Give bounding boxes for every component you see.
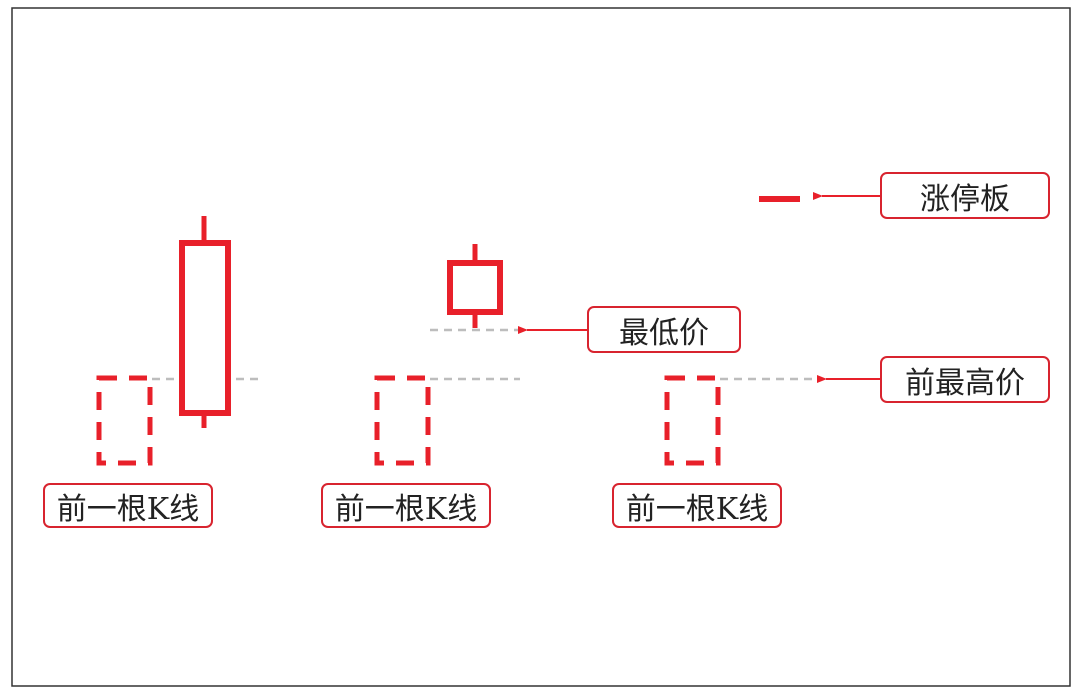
label-limit-up: 涨停板 bbox=[880, 172, 1050, 219]
previous-candle-dashed-2 bbox=[374, 375, 431, 466]
gap-up-candle bbox=[447, 260, 503, 315]
label-lowest-price: 最低价 bbox=[587, 306, 741, 353]
label-previous-k-3: 前一根K线 bbox=[612, 483, 782, 528]
label-previous-high: 前最高价 bbox=[880, 356, 1050, 403]
label-previous-k-1: 前一根K线 bbox=[43, 483, 213, 528]
big-bullish-candle bbox=[179, 240, 231, 416]
previous-candle-dashed-1 bbox=[96, 375, 153, 466]
previous-candle-dashed-3 bbox=[664, 375, 721, 466]
frame bbox=[11, 7, 1071, 687]
label-previous-k-2: 前一根K线 bbox=[321, 483, 491, 528]
